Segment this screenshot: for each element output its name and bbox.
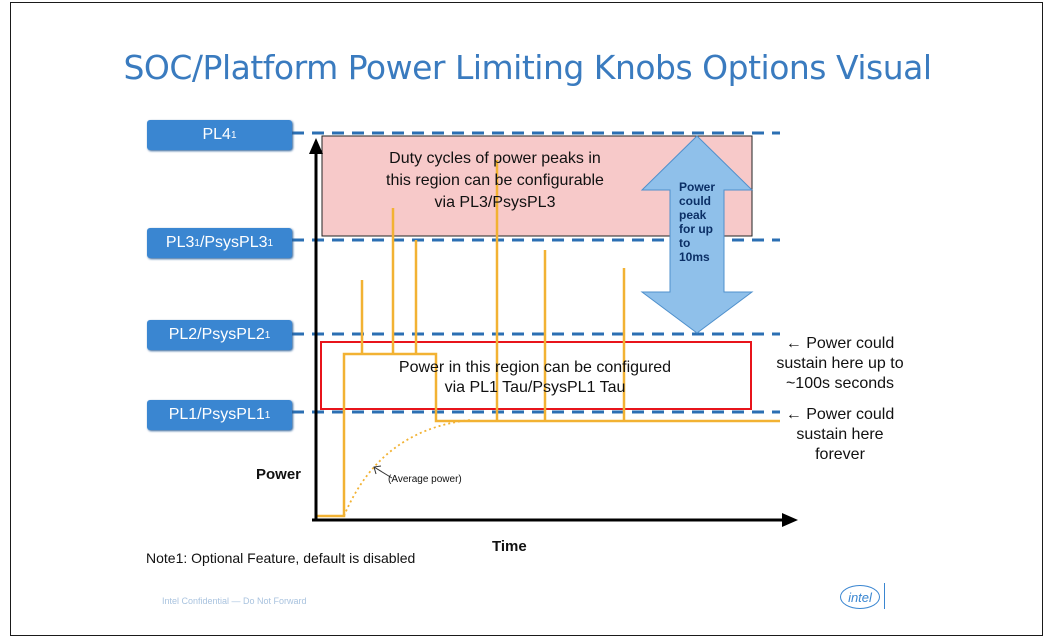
psyspl3-label: /PsysPL3 bbox=[199, 234, 268, 251]
pink-text-line-3: via PL3/PsysPL3 bbox=[434, 194, 556, 211]
logo-divider bbox=[884, 583, 885, 609]
axes bbox=[309, 138, 798, 527]
pl4-footnote-mark: 1 bbox=[230, 129, 237, 141]
pl2-footnote-mark: 1 bbox=[264, 329, 271, 341]
x-axis-label: Time bbox=[492, 538, 527, 555]
red-text-line-2: via PL1 Tau/PsysPL1 Tau bbox=[444, 379, 626, 396]
pl1-label: PL1/PsysPL1 bbox=[168, 406, 265, 423]
red-text-line-1: Power in this region can be configured bbox=[398, 359, 672, 376]
avg-power-label: (Average power) bbox=[388, 474, 462, 485]
peak-double-arrow bbox=[640, 135, 754, 334]
pink-text-line-1: Duty cycles of power peaks in bbox=[389, 150, 601, 167]
pl1-sustain-text: ← Power could sustain here forever bbox=[760, 405, 920, 465]
peak-text-line-4: for up bbox=[679, 222, 713, 236]
pl2-sustain-line-1: ← Power could bbox=[785, 335, 895, 352]
pl4-label: PL4 bbox=[202, 126, 231, 143]
pl1-sustain-line-2: sustain here bbox=[796, 426, 884, 443]
pl1-sustain-line-1: ← Power could bbox=[785, 406, 895, 423]
footnote: Note1: Optional Feature, default is disa… bbox=[146, 550, 416, 566]
pl2-sustain-line-3: ~100s seconds bbox=[785, 375, 895, 392]
pl2-sustain-text: ← Power could sustain here up to ~100s s… bbox=[760, 334, 920, 394]
pl2-sustain-line-2: sustain here up to bbox=[776, 355, 904, 372]
pink-text-line-2: this region can be configurable bbox=[386, 172, 604, 189]
intel-logo: intel bbox=[840, 585, 880, 609]
pl1-tau-red-region bbox=[320, 341, 752, 410]
peak-text-line-1: Power bbox=[679, 180, 716, 194]
pl1-sustain-line-3: forever bbox=[815, 446, 865, 463]
peak-text-line-6: 10ms bbox=[679, 250, 710, 264]
red-region-text: Power in this region can be configured v… bbox=[350, 358, 720, 398]
y-axis-label: Power bbox=[256, 466, 302, 483]
slide-frame bbox=[10, 2, 1043, 636]
pink-region-text: Duty cycles of power peaks in this regio… bbox=[350, 148, 640, 214]
pl1-footnote-mark: 1 bbox=[264, 409, 271, 421]
confidential-footer: Intel Confidential — Do Not Forward bbox=[162, 596, 307, 606]
peak-arrow-text: Power could peak for up to 10ms bbox=[679, 180, 715, 264]
slide-title: SOC/Platform Power Limiting Knobs Option… bbox=[123, 48, 932, 87]
peak-text-line-2: could bbox=[679, 194, 711, 208]
power-trace bbox=[316, 160, 780, 518]
peak-text-line-3: peak bbox=[679, 208, 707, 222]
avg-power-pointer bbox=[373, 465, 393, 479]
pl3-label: PL3 bbox=[165, 234, 195, 251]
peak-text-line-5: to bbox=[679, 236, 691, 250]
psyspl3-footnote-mark: 1 bbox=[267, 237, 274, 249]
pl2-label: PL2/PsysPL2 bbox=[168, 326, 265, 343]
pl3-footnote-mark: 1 bbox=[194, 237, 200, 249]
